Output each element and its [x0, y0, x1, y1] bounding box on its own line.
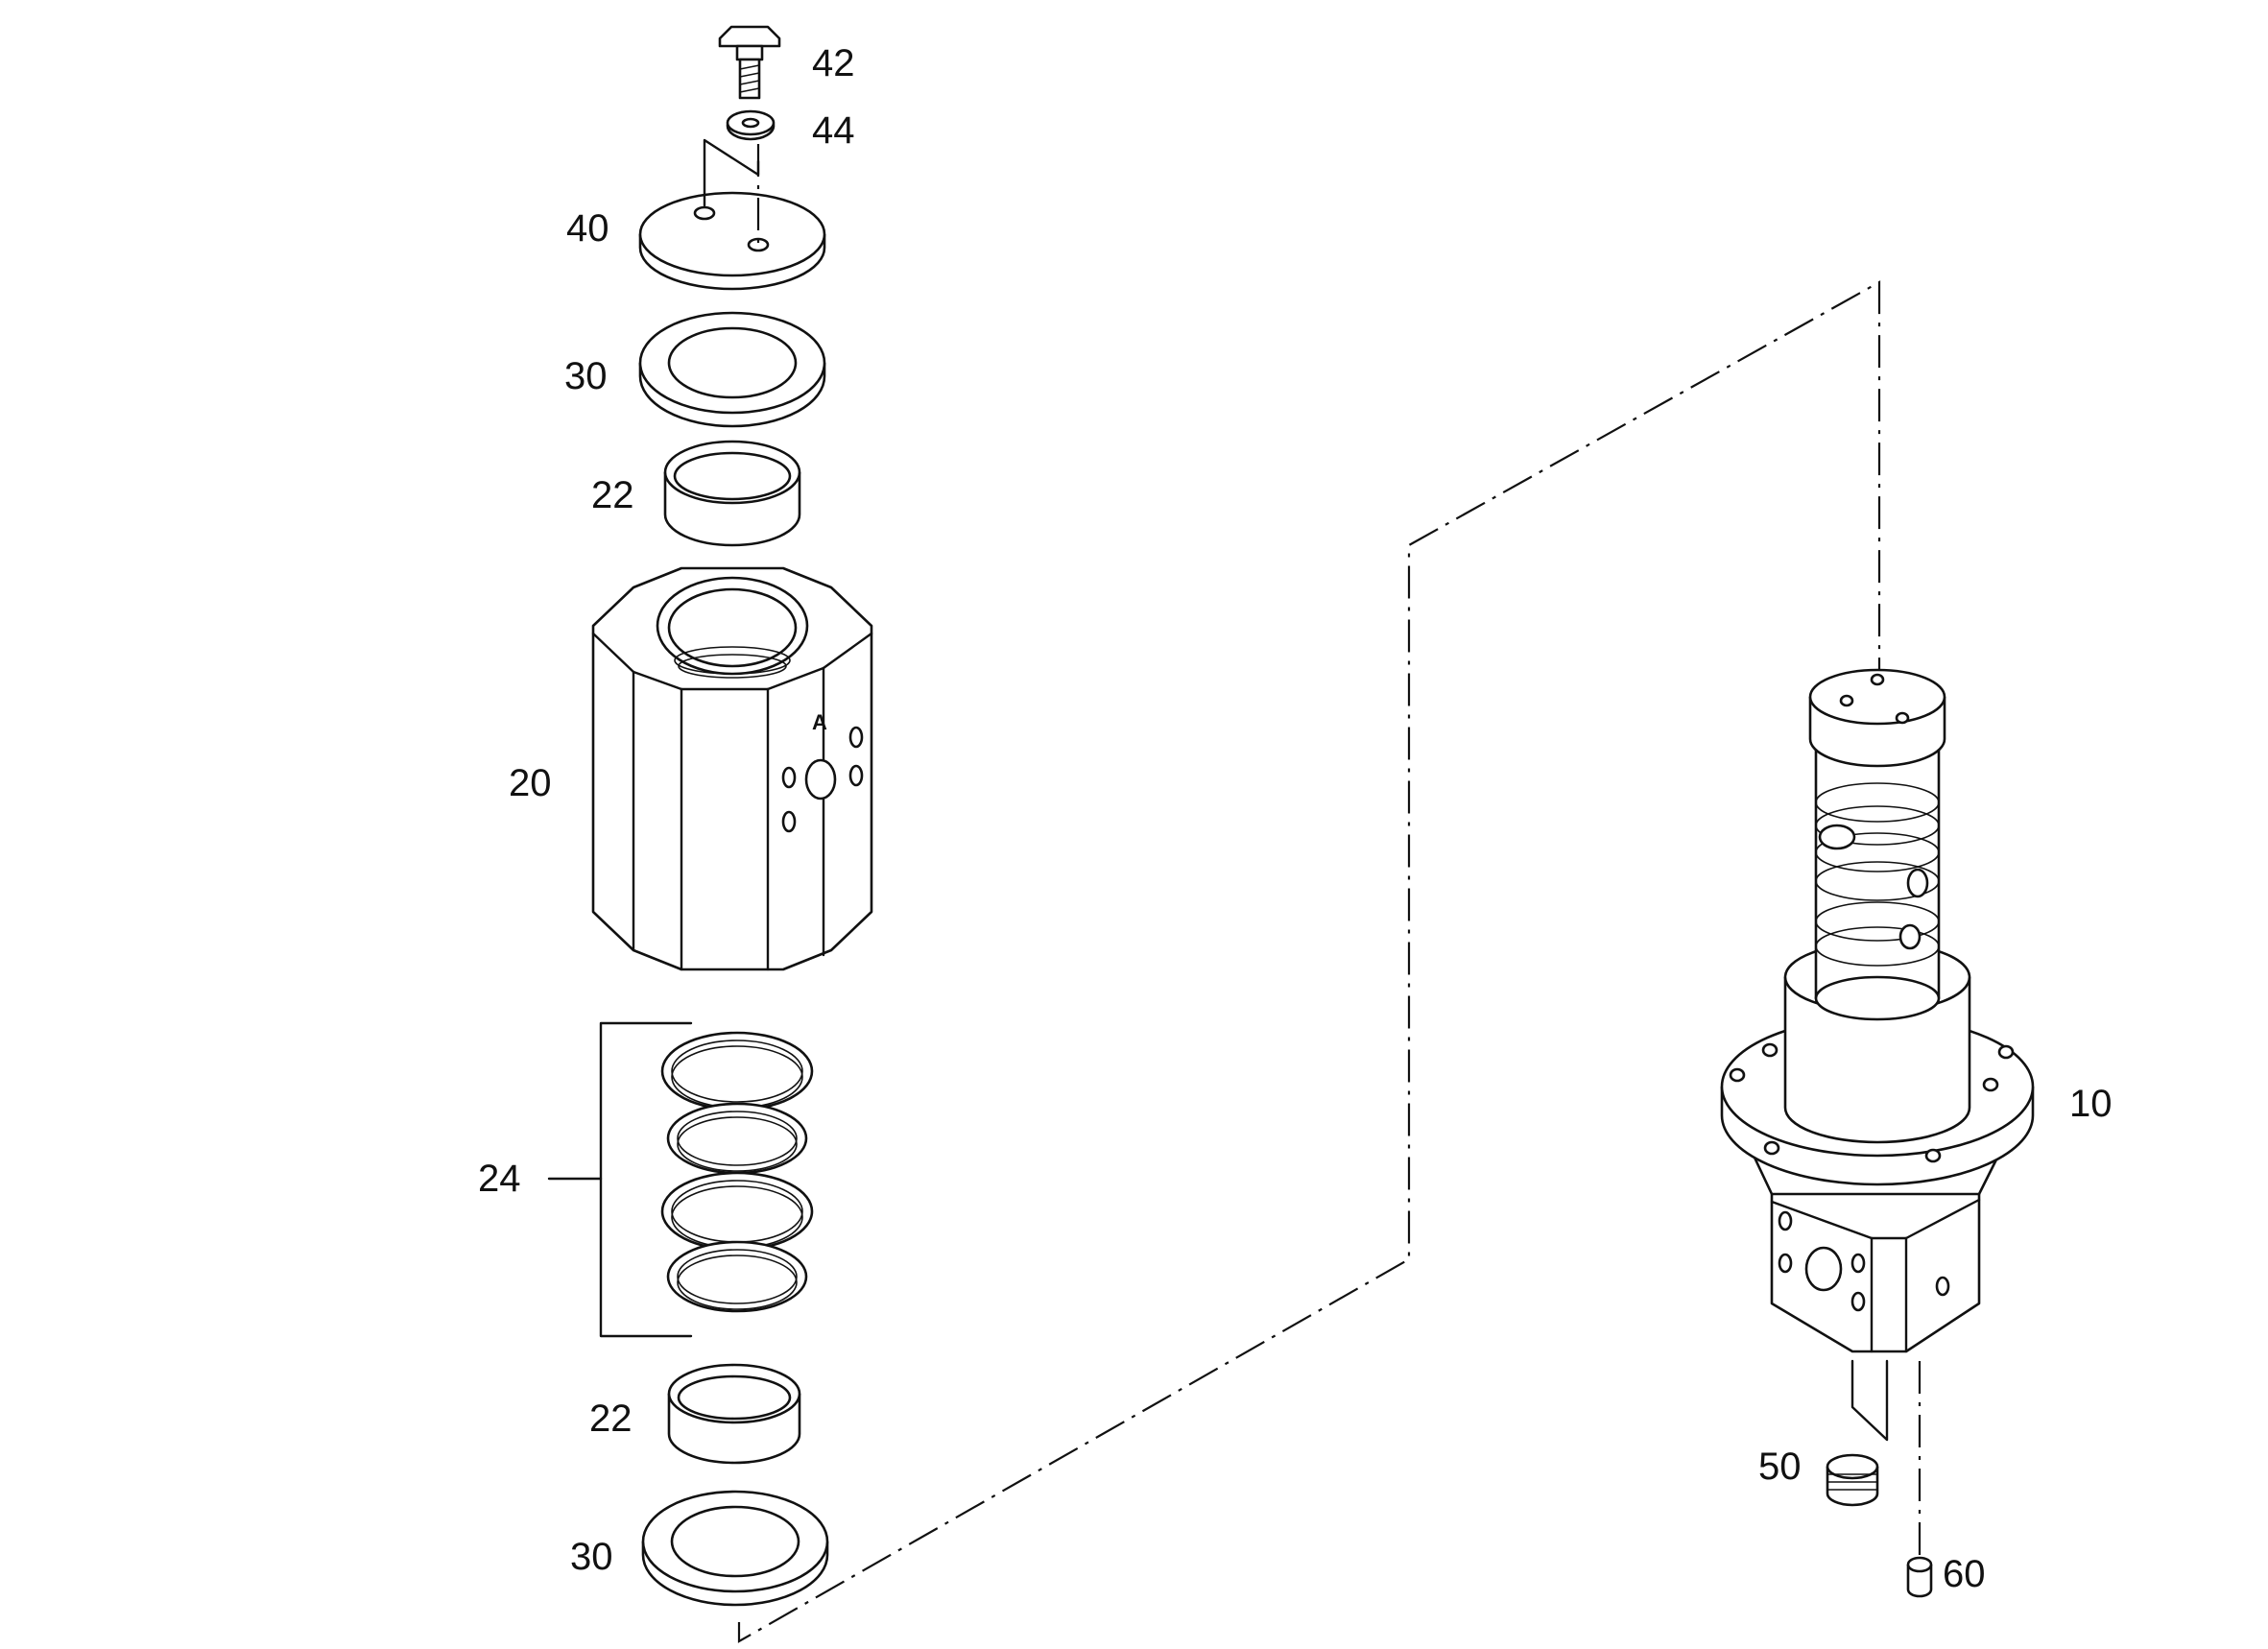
- part-24-seal-set: [547, 1021, 814, 1338]
- part-22-bushing-top: [663, 440, 801, 547]
- label-part-42: 42: [812, 42, 855, 84]
- part-30-ring-bottom: [641, 1490, 829, 1607]
- part-60-plug: [1906, 1556, 1933, 1598]
- label-part-30-bottom: 30: [570, 1536, 613, 1578]
- label-part-22-top: 22: [591, 474, 634, 516]
- part-44-washer: [726, 109, 776, 141]
- label-part-30-top: 30: [564, 355, 608, 397]
- seal-ring-3: [660, 1171, 814, 1252]
- seal-ring-2: [666, 1102, 808, 1175]
- label-part-50: 50: [1758, 1446, 1802, 1488]
- label-part-22-bottom: 22: [589, 1398, 633, 1440]
- part-40-cover-plate: [638, 138, 826, 291]
- label-part-60: 60: [1943, 1553, 1986, 1595]
- seal-ring-4: [666, 1240, 808, 1313]
- part-22-bushing-bottom: [667, 1363, 801, 1465]
- label-part-10: 10: [2069, 1083, 2113, 1125]
- label-part-40: 40: [566, 207, 609, 250]
- label-part-44: 44: [812, 109, 855, 152]
- part-10-valve-body: [1720, 668, 2035, 1555]
- part-20-housing: A: [591, 566, 873, 971]
- part-42-bolt: [718, 25, 781, 100]
- label-part-24: 24: [478, 1158, 521, 1200]
- face-marking-a: A: [812, 710, 827, 734]
- label-part-20: 20: [509, 762, 552, 804]
- part-30-ring-top: [638, 311, 826, 428]
- part-50-plug: [1826, 1453, 1879, 1507]
- assembly-path-line: [737, 280, 1881, 1643]
- seal-ring-1: [660, 1031, 814, 1111]
